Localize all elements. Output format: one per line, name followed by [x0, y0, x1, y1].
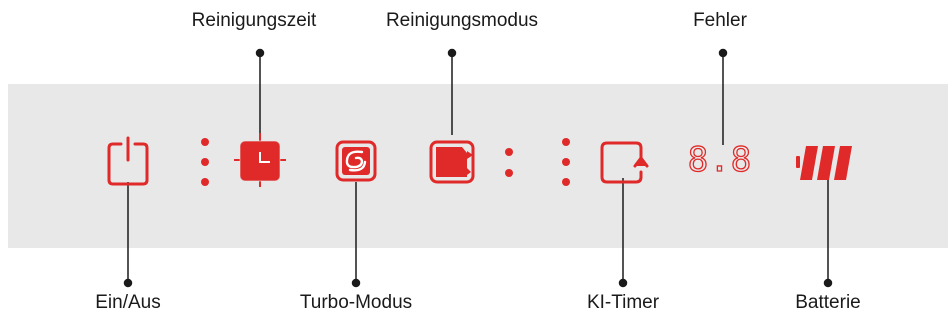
leader-dot-cleaning-time: [255, 48, 265, 58]
indicator-dots-3: [562, 138, 570, 186]
label-cleaning-mode: Reinigungsmodus: [385, 10, 539, 31]
leader-lines-top: [255, 48, 728, 145]
battery-icon: [796, 146, 852, 180]
leader-lines-bottom: [123, 178, 833, 288]
label-battery: Batterie: [795, 292, 861, 313]
label-error: Fehler: [693, 10, 747, 31]
leader-dot-turbo: [351, 278, 361, 288]
control-panel: [8, 84, 948, 248]
power-icon[interactable]: [107, 136, 149, 186]
label-turbo-mode: Turbo-Modus: [299, 292, 413, 313]
cleaning-mode-icon[interactable]: [429, 140, 475, 184]
label-cleaning-time: Reinigungszeit: [191, 10, 317, 31]
ai-timer-icon[interactable]: [600, 141, 649, 184]
error-digits-display: 8.8: [687, 139, 752, 180]
leader-dot-battery: [823, 278, 833, 288]
turbo-icon[interactable]: [335, 140, 377, 182]
clock-icon[interactable]: [234, 133, 286, 187]
label-power: Ein/Aus: [95, 292, 161, 313]
leader-dot-ai-timer: [618, 278, 628, 288]
indicator-dots-1: [201, 138, 209, 186]
label-ai-timer: KI-Timer: [586, 292, 660, 313]
leader-dot-power: [123, 278, 133, 288]
leader-dot-cleaning-mode: [447, 48, 457, 58]
leader-dot-error: [718, 48, 728, 58]
indicator-dots-2: [505, 148, 513, 177]
error-digits-text: 8.8: [688, 140, 752, 180]
